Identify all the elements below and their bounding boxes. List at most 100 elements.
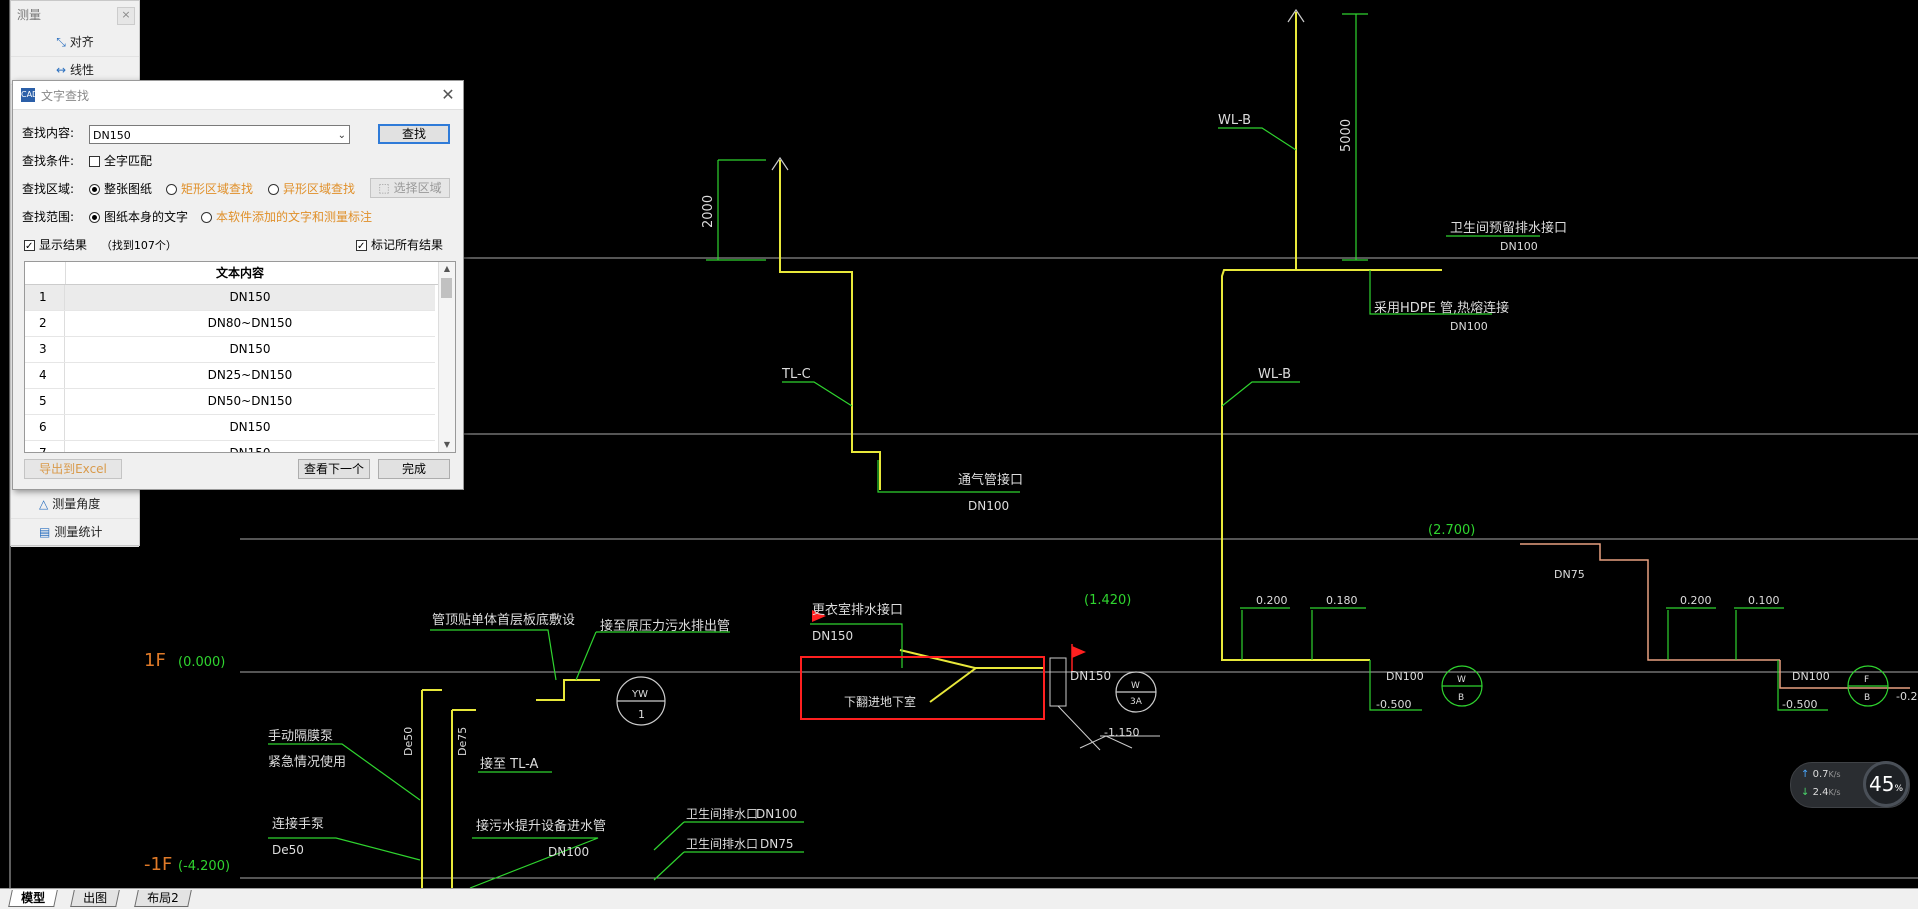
label-fb-bot: B [1864, 693, 1870, 703]
measure-stats-button[interactable]: ▤测量统计 [11, 519, 139, 547]
label-minus-1f: -1F [144, 854, 172, 875]
checkbox-icon [89, 156, 100, 167]
export-excel-button[interactable]: 导出到Excel [24, 459, 122, 479]
find-next-button[interactable]: 查看下一个 [298, 459, 370, 479]
app-logo-icon: CAD [21, 88, 38, 102]
mark-all-checkbox[interactable]: 标记所有结果 [356, 235, 443, 257]
measure-angle-button[interactable]: △测量角度 [11, 491, 139, 519]
dialog-title: 文字查找 [41, 89, 90, 103]
show-results-checkbox[interactable]: 显示结果 （找到107个） [24, 235, 177, 257]
label-wb-bot: B [1458, 693, 1464, 703]
label-e-0500a: -0.500 [1376, 698, 1411, 711]
label-pressure: 接至原压力污水排出管 [600, 618, 730, 634]
find-input[interactable]: DN150 ⌄ [89, 125, 350, 144]
result-flag [1072, 646, 1086, 658]
tab-model[interactable]: 模型 [8, 890, 58, 907]
label-dn100-d: DN100 [1386, 670, 1424, 683]
label-dn75-a: DN75 [1554, 568, 1585, 581]
search-highlight-box [800, 656, 1045, 720]
label-dim-0180: 0.180 [1326, 594, 1358, 607]
scope-option-software[interactable]: 本软件添加的文字和测量标注 [201, 207, 372, 227]
measure-panel-title: 测量 × [11, 1, 139, 29]
find-label: 查找内容: [22, 126, 75, 140]
download-speed: ↓ 2.4K/s [1801, 787, 1841, 798]
align-measure-icon: ⤡ [56, 35, 66, 49]
label-dim-0200a: 0.200 [1256, 594, 1288, 607]
measure-align-button[interactable]: ⤡对齐 [11, 29, 139, 57]
label-de50b: De50 [272, 843, 304, 857]
pipe-lines [421, 12, 1442, 888]
select-area-button[interactable]: ⬚ 选择区域 [370, 178, 450, 198]
cad-text-labels: WL-B 5000 2000 卫生间预留排水接口 DN100 采用HDPE 管,… [144, 113, 1917, 875]
find-button[interactable]: 查找 [378, 124, 450, 144]
label-de50: De50 [402, 727, 415, 756]
label-e-0500b: -0.500 [1782, 698, 1817, 711]
label-wl-b-mid: WL-B [1258, 367, 1291, 382]
area-label: 查找区域: [22, 182, 75, 196]
scope-option-drawing[interactable]: 图纸本身的文字 [89, 207, 188, 227]
layout-tab-bar: 模型 出图 布局2 [0, 888, 1918, 909]
scroll-up-icon[interactable]: ▲ [443, 264, 451, 273]
scroll-down-icon[interactable]: ▼ [443, 440, 451, 449]
chevron-down-icon[interactable]: ⌄ [337, 130, 346, 141]
label-dim-5000: 5000 [1339, 119, 1354, 152]
label-emergency: 紧急情况使用 [268, 754, 346, 770]
radio-icon [166, 184, 177, 195]
select-area-icon: ⬚ [378, 181, 390, 195]
label-w-top: W [1131, 681, 1140, 691]
label-dn100-f: DN100 [548, 845, 589, 859]
condition-label: 查找条件: [22, 154, 75, 168]
label-dn75-b: DN75 [760, 837, 794, 851]
upload-speed: ↑ 0.7K/s [1801, 769, 1841, 780]
label-laundry: 更衣室排水接口 [812, 602, 903, 618]
label-wb-top: W [1457, 675, 1466, 685]
scope-label: 查找范围: [22, 210, 75, 224]
label-hdpe: 采用HDPE 管,热熔连接 [1374, 300, 1509, 316]
label-de75: De75 [456, 727, 469, 756]
label-e-1150: -1.150 [1104, 726, 1139, 739]
label-toilet2: 卫生间排水口 [686, 837, 758, 851]
label-elev-2700: (2.700) [1428, 523, 1475, 538]
label-down: 下翻进地下室 [844, 694, 916, 709]
cad-drawing-canvas[interactable]: WL-B 5000 2000 卫生间预留排水接口 DN100 采用HDPE 管,… [0, 0, 1918, 888]
label-dn100-b: DN100 [1450, 320, 1488, 333]
scroll-thumb[interactable] [441, 278, 452, 298]
label-vent: 通气管接口 [958, 472, 1023, 488]
vent-arrow [771, 156, 789, 171]
label-dn100-a: DN100 [1500, 240, 1538, 253]
label-dim-0200b: 0.200 [1680, 594, 1712, 607]
label-elev-4200: (-4.200) [178, 859, 230, 874]
text-find-dialog: CAD 文字查找 ✕ 查找内容: DN150 ⌄ 查找 查找条件: 全字匹配 查… [12, 80, 464, 490]
label-yw-bot: 1 [638, 708, 645, 721]
done-button[interactable]: 完成 [378, 459, 450, 479]
label-elev-1420: (1.420) [1084, 593, 1131, 608]
area-option-whole[interactable]: 整张图纸 [89, 179, 152, 199]
radio-icon [268, 184, 279, 195]
network-speed-widget: ↑ 0.7K/s ↓ 2.4K/s 45% [1790, 761, 1910, 808]
tab-layout2[interactable]: 布局2 [134, 890, 192, 907]
measure-panel-close-button[interactable]: × [117, 7, 135, 25]
found-count: （找到107个） [100, 239, 177, 252]
area-option-rect[interactable]: 矩形区域查找 [166, 179, 253, 199]
label-hand-pump: 连接手泵 [272, 816, 324, 832]
results-table-header: 文本内容 [25, 262, 455, 285]
close-icon[interactable]: ✕ [441, 85, 455, 104]
arrow-up-icon: ↑ [1801, 769, 1810, 780]
results-scrollbar[interactable]: ▲ ▼ [438, 262, 455, 452]
checkbox-icon [356, 237, 367, 257]
label-fb-top: F [1864, 675, 1869, 685]
tab-print[interactable]: 出图 [70, 890, 120, 907]
label-tl-c: TL-C [781, 367, 811, 382]
area-option-freeform[interactable]: 异形区域查找 [268, 179, 355, 199]
label-dn150-b: DN150 [1070, 669, 1111, 683]
whole-match-checkbox[interactable]: 全字匹配 [89, 151, 152, 171]
label-dn150-a: DN150 [812, 629, 853, 643]
radio-icon [201, 212, 212, 223]
